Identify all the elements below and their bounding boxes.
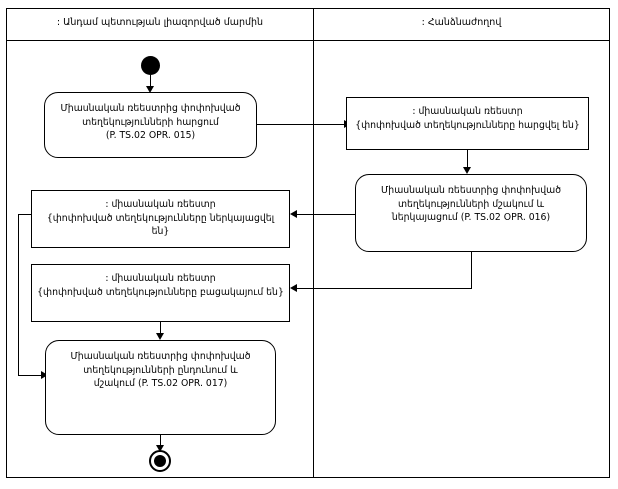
- activity-opr017-line1: Միասնական ռեեստրից փոփոխված: [70, 351, 251, 362]
- activity-opr016-text: Միասնական ռեեստրից փոփոխված տեղեկություն…: [356, 184, 586, 225]
- object-node-registry-presented-line2: {փոփոխված տեղեկությունները ներկայացվել ե…: [46, 212, 275, 238]
- edge-initial-to-opr015-line: [150, 75, 151, 89]
- activity-opr015-line1: Միասնական ռեեստրից փոփոխված: [60, 103, 241, 114]
- final-node-core: [154, 455, 166, 467]
- edge-obj-absent-to-opr017-arrowhead: [156, 333, 164, 340]
- edge-obj-requested-to-opr016-line: [467, 150, 468, 170]
- activity-opr017-line3: մշակում (P. TS.02 OPR. 017): [93, 378, 228, 389]
- edge-opr017-to-final-arrowhead: [156, 445, 164, 452]
- activity-opr017-text: Միասնական ռեեստրից փոփոխված տեղեկություն…: [46, 350, 275, 391]
- object-node-registry-absent-line2: {փոփոխված տեղեկությունները բացակայում են…: [37, 286, 284, 298]
- object-node-registry-requested[interactable]: : միասնական ռեեստր {փոփոխված տեղեկությու…: [346, 97, 589, 150]
- diagram-frame: [6, 8, 610, 478]
- object-node-registry-presented-text: : միասնական ռեեստր {փոփոխված տեղեկությու…: [32, 198, 289, 239]
- edge-initial-to-opr015-arrowhead: [146, 86, 154, 93]
- swimlane-title-left: : Անդամ պետության լիազորված մարմին: [56, 17, 264, 28]
- edge-obj-presented-to-opr017-hline-top: [18, 214, 32, 215]
- activity-opr015[interactable]: Միասնական ռեեստրից փոփոխված տեղեկություն…: [44, 92, 257, 158]
- activity-opr017-line2: տեղեկությունների ընդունում և: [83, 364, 238, 376]
- edge-obj-presented-to-opr017-arrowhead: [41, 371, 48, 379]
- edge-opr016-to-obj-absent-vline: [471, 252, 472, 288]
- edge-opr016-to-obj-presented-arrowhead: [290, 210, 297, 218]
- object-node-registry-absent-text: : միասնական ռեեստր {փոփոխված տեղեկությու…: [32, 272, 289, 299]
- object-node-registry-requested-line1: : միասնական ռեեստր: [412, 106, 523, 117]
- activity-opr015-text: Միասնական ռեեստրից փոփոխված տեղեկություն…: [45, 102, 256, 143]
- edge-opr017-to-final-line: [160, 435, 161, 449]
- object-node-registry-presented-line1: : միասնական ռեեստր: [105, 199, 216, 210]
- activity-opr016-line2: տեղեկությունների մշակում և: [397, 198, 545, 210]
- edge-opr015-to-obj-requested-line: [257, 124, 344, 125]
- activity-opr015-line3: (P. TS.02 OPR. 015): [105, 130, 196, 141]
- activity-opr017[interactable]: Միասնական ռեեստրից փոփոխված տեղեկություն…: [45, 340, 276, 435]
- activity-opr016-line1: Միասնական ռեեստրից փոփոխված: [380, 185, 562, 196]
- edge-opr016-to-obj-presented-line: [297, 214, 355, 215]
- edge-obj-requested-to-opr016-arrowhead: [463, 167, 471, 174]
- activity-opr016-line3: ներկայացում (P. TS.02 OPR. 016): [391, 212, 551, 223]
- object-node-registry-requested-line2: {փոփոխված տեղեկությունները հարցվել են}: [355, 119, 580, 131]
- swimlane-header-separator: [6, 40, 610, 41]
- final-node: [149, 450, 171, 472]
- initial-node: [141, 56, 160, 75]
- object-node-registry-absent[interactable]: : միասնական ռեեստր {փոփոխված տեղեկությու…: [31, 264, 290, 322]
- edge-obj-absent-to-opr017-line: [160, 322, 161, 337]
- edge-opr016-to-obj-absent-arrowhead: [290, 284, 297, 292]
- object-node-registry-absent-line1: : միասնական ռեեստր: [105, 273, 216, 284]
- object-node-registry-presented[interactable]: : միասնական ռեեստր {փոփոխված տեղեկությու…: [31, 190, 290, 248]
- swimlane-title-right: : Հանձնաժողով: [421, 17, 502, 28]
- activity-opr015-line2: տեղեկությունների հարցում: [82, 116, 219, 128]
- edge-obj-presented-to-opr017-hline-bottom: [18, 375, 42, 376]
- edge-opr016-to-obj-absent-hline: [297, 288, 472, 289]
- swimlane-divider: [313, 8, 314, 478]
- object-node-registry-requested-text: : միասնական ռեեստր {փոփոխված տեղեկությու…: [347, 105, 588, 132]
- activity-opr016[interactable]: Միասնական ռեեստրից փոփոխված տեղեկություն…: [355, 174, 587, 252]
- edge-obj-presented-to-opr017-vline: [18, 214, 19, 375]
